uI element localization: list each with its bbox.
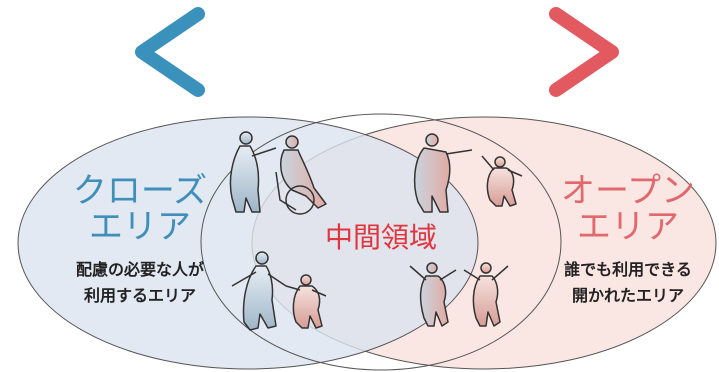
open-area-desc-line1: 誰でも利用できる (564, 260, 692, 279)
adult-child-figure-icon (413, 133, 523, 213)
closed-area-desc-line2: 利用するエリア (83, 286, 196, 305)
middle-area-label: 中間領域 (324, 221, 437, 254)
closed-area-desc-line1: 配慮の必要な人が (75, 260, 204, 279)
open-area-desc-line2: 開かれたエリア (571, 286, 684, 305)
closed-area-ellipse (17, 116, 479, 370)
closed-area-title-line1: クローズ (72, 171, 208, 211)
middle-area-outline (200, 113, 562, 371)
adult-child-holding-hands-icon (231, 251, 327, 331)
caregiver-wheelchair-figure-icon (229, 131, 327, 215)
cheering-people-icon (409, 262, 509, 327)
closed-area-title-line2: エリア (89, 207, 191, 247)
open-area-title-line1: オープン (561, 171, 695, 211)
open-area-title-line2: エリア (577, 207, 679, 247)
double-arrow-icon (135, 7, 619, 97)
